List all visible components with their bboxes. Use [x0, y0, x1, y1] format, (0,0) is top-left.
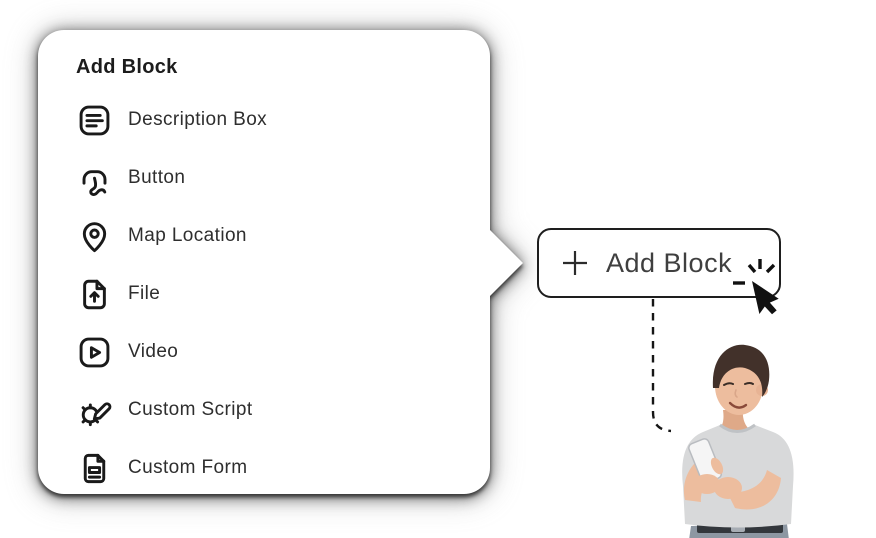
- menu-item-button[interactable]: Button: [64, 149, 464, 207]
- custom-form-icon: [83, 453, 106, 483]
- menu-item-label: Video: [128, 341, 179, 362]
- menu-item-custom-form[interactable]: Custom Form: [64, 439, 464, 497]
- menu-item-custom-script[interactable]: Custom Script: [64, 381, 464, 439]
- map-location-icon: [82, 221, 107, 252]
- menu-item-label: Button: [128, 167, 186, 188]
- menu-item-label: Description Box: [128, 109, 268, 130]
- block-menu: Description Box Button Map Location: [64, 91, 464, 497]
- speech-bubble-tail: [488, 228, 523, 298]
- button-icon: [82, 169, 107, 196]
- menu-item-map-location[interactable]: Map Location: [64, 207, 464, 265]
- man-with-phone-illustration: [682, 344, 794, 538]
- panel-title: Add Block: [76, 56, 178, 78]
- menu-item-description-box[interactable]: Description Box: [64, 91, 464, 149]
- menu-item-label: Map Location: [128, 225, 247, 246]
- add-block-button[interactable]: Add Block: [537, 228, 781, 298]
- menu-item-label: Custom Script: [128, 399, 253, 420]
- plus-icon: [563, 251, 587, 275]
- file-icon: [83, 279, 106, 309]
- add-block-panel: Add Block Description Box Button: [38, 30, 523, 497]
- video-icon: [79, 337, 110, 367]
- add-block-button-label: Add Block: [606, 247, 733, 278]
- menu-item-label: File: [128, 283, 161, 304]
- custom-script-icon: [81, 401, 112, 426]
- add-block-panel-wrapper: Add Block Description Box Button: [38, 30, 523, 497]
- description-box-icon: [79, 105, 110, 135]
- menu-item-video[interactable]: Video: [64, 323, 464, 381]
- menu-item-file[interactable]: File: [64, 265, 464, 323]
- menu-item-label: Custom Form: [128, 457, 248, 478]
